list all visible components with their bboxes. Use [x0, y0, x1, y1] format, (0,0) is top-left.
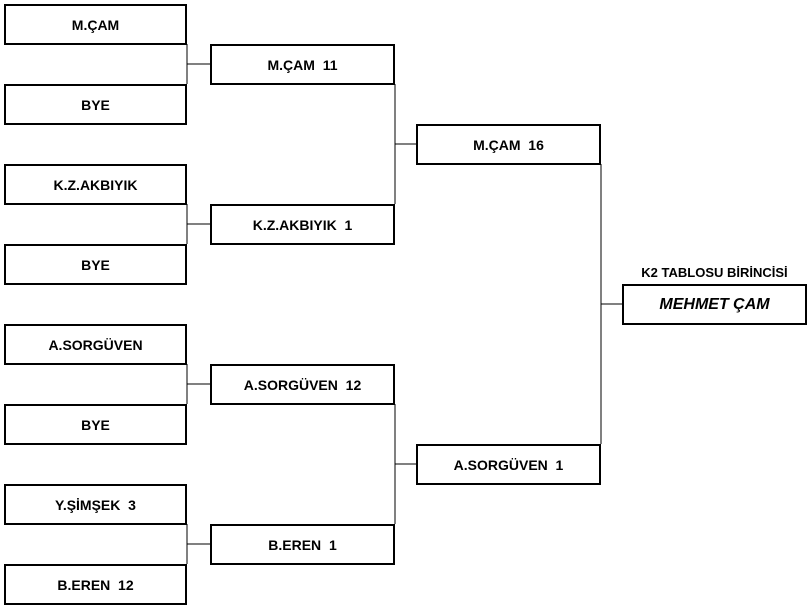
round1-slot-2: BYE: [4, 84, 187, 125]
round1-slot-6: BYE: [4, 404, 187, 445]
round2-slot-4: B.EREN 1: [210, 524, 395, 565]
champion-box: MEHMET ÇAM: [622, 284, 807, 325]
round1-slot-1: M.ÇAM: [4, 4, 187, 45]
round1-slot-3: K.Z.AKBIYIK: [4, 164, 187, 205]
round1-slot-4: BYE: [4, 244, 187, 285]
round2-slot-1: M.ÇAM 11: [210, 44, 395, 85]
round3-slot-2: A.SORGÜVEN 1: [416, 444, 601, 485]
round1-slot-7: Y.ŞİMŞEK 3: [4, 484, 187, 525]
round1-slot-8: B.EREN 12: [4, 564, 187, 605]
round1-slot-5: A.SORGÜVEN: [4, 324, 187, 365]
round2-slot-2: K.Z.AKBIYIK 1: [210, 204, 395, 245]
round2-slot-3: A.SORGÜVEN 12: [210, 364, 395, 405]
champion-title: K2 TABLOSU BİRİNCİSİ: [641, 265, 788, 280]
round3-slot-1: M.ÇAM 16: [416, 124, 601, 165]
